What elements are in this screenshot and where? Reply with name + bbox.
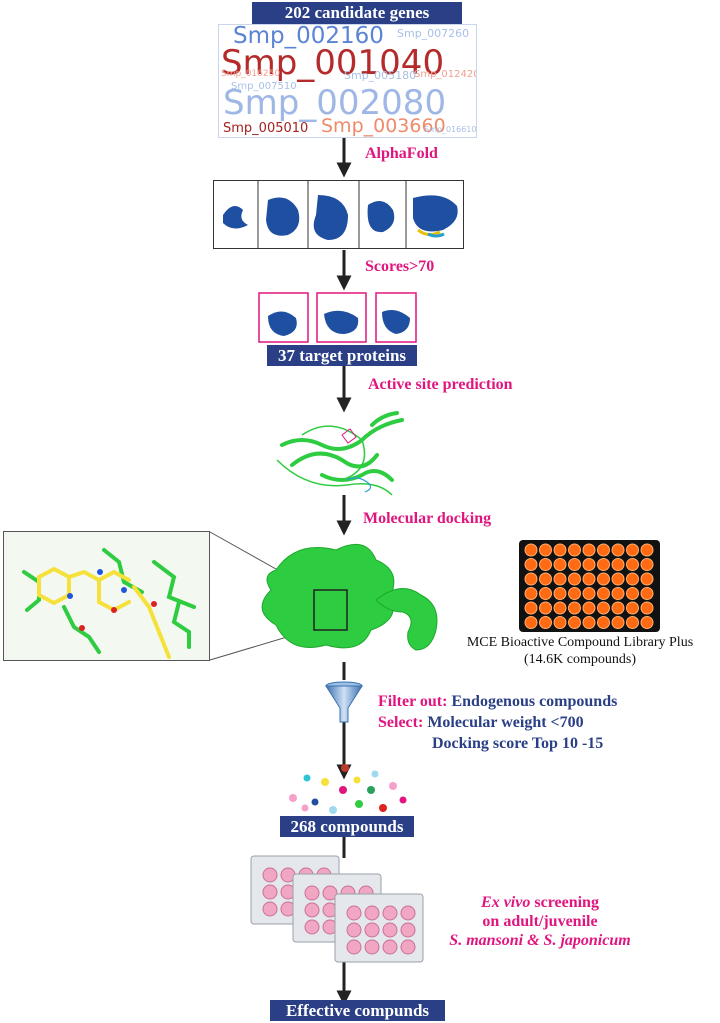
plate-well (612, 588, 624, 600)
plate-well (641, 602, 653, 614)
plate-well (598, 559, 610, 571)
select-label: Select: (378, 714, 423, 731)
plate-well (569, 602, 581, 614)
effective-banner: Effective compunds (270, 1000, 445, 1021)
screening-italic: Ex vivo (481, 894, 530, 911)
screening-rest: screening (530, 894, 599, 911)
step-scores: Scores>70 (365, 258, 434, 276)
plate-well (598, 544, 610, 556)
plate-well (525, 559, 537, 571)
plate-well (569, 544, 581, 556)
library-caption: MCE Bioactive Compound Library Plus (14.… (450, 634, 710, 668)
plate-well (598, 617, 610, 629)
plate-well (612, 573, 624, 585)
plate-well (540, 544, 552, 556)
plate-well (583, 602, 595, 614)
plate-well (554, 588, 566, 600)
plate-well (641, 617, 653, 629)
plate-well (540, 602, 552, 614)
plate-well (540, 573, 552, 585)
plate-well (612, 544, 624, 556)
plate-well (540, 588, 552, 600)
plate-well (627, 588, 639, 600)
plate-well (569, 588, 581, 600)
plate-well (612, 617, 624, 629)
target-proteins-banner: 37 target proteins (267, 345, 417, 366)
plate-well (525, 617, 537, 629)
plate-well (569, 559, 581, 571)
filtered-structures (258, 292, 418, 344)
compound-dots (285, 760, 415, 818)
plate-wells (519, 540, 660, 632)
select-value-2: Docking score Top 10 -15 (432, 735, 603, 752)
plate-well (598, 588, 610, 600)
docking-surface (236, 530, 446, 665)
screening-line3: S. mansoni & S. japonicum (440, 931, 640, 950)
alphafold-structures-panel (213, 180, 464, 249)
plate-well (583, 544, 595, 556)
ligand-closeup (3, 531, 210, 661)
plate-well (554, 602, 566, 614)
library-size: (14.6K compounds) (450, 651, 710, 668)
plate-well (540, 559, 552, 571)
well-plate (335, 894, 423, 962)
plate-well (554, 617, 566, 629)
plate-well (612, 602, 624, 614)
plate-well (627, 617, 639, 629)
plate-well (598, 573, 610, 585)
plate-well (641, 544, 653, 556)
funnel-icon (322, 680, 366, 724)
plate-well (583, 559, 595, 571)
alphafold-structures (213, 180, 464, 249)
filter-label: Filter out: (378, 693, 447, 710)
plate-well (525, 544, 537, 556)
plate-well (569, 573, 581, 585)
library-name: MCE Bioactive Compound Library Plus (450, 634, 710, 651)
plate-well (554, 544, 566, 556)
step-active-site: Active site prediction (368, 376, 513, 394)
filter-value: Endogenous compounds (451, 693, 617, 710)
filter-criteria: Filter out: Endogenous compounds Select:… (378, 691, 617, 754)
plate-well (554, 559, 566, 571)
plate-well (583, 573, 595, 585)
compounds-banner: 268 compounds (280, 816, 414, 837)
plate-well (641, 559, 653, 571)
plate-well (554, 573, 566, 585)
plate-well (627, 602, 639, 614)
plate-well (525, 573, 537, 585)
plate-well (612, 559, 624, 571)
plate-well (627, 544, 639, 556)
screening-line2: on adult/juvenile (440, 912, 640, 931)
plate-well (627, 573, 639, 585)
plate-well (641, 588, 653, 600)
plate-well (583, 588, 595, 600)
step-alphafold: AlphaFold (365, 145, 438, 163)
step-docking: Molecular docking (363, 510, 491, 528)
plate-well (525, 602, 537, 614)
plate-well (583, 617, 595, 629)
ligand-closeup-svg (4, 532, 209, 660)
well-plates (250, 855, 425, 965)
filtered-structures-panel (258, 292, 418, 344)
active-site-protein (262, 405, 422, 500)
plate-well (569, 617, 581, 629)
screening-text: Ex vivo screening on adult/juvenile S. m… (440, 893, 640, 950)
plate-well (540, 617, 552, 629)
plate-well (525, 588, 537, 600)
plate-well (598, 602, 610, 614)
compound-plate-photo (519, 540, 660, 632)
select-value-1: Molecular weight <700 (427, 714, 583, 731)
plate-well (627, 559, 639, 571)
plate-well (641, 573, 653, 585)
